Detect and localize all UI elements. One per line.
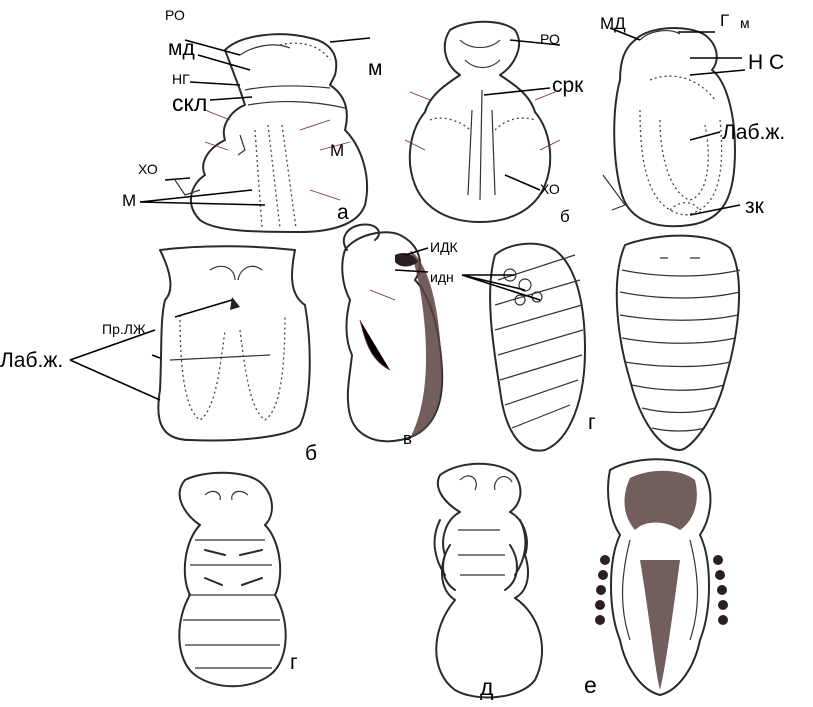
label-idk: ИДК xyxy=(430,240,458,254)
label-m-a-bottom: М xyxy=(122,192,136,209)
label-ns: Н С xyxy=(748,52,784,73)
panel-label-d: д xyxy=(480,676,493,699)
label-idn: идн xyxy=(430,270,454,284)
label-lab-zh-b: Лаб.ж. xyxy=(0,350,63,371)
label-m-c: м xyxy=(740,16,750,30)
label-ro-b: РО xyxy=(540,32,560,46)
label-m-a-top: м xyxy=(368,58,382,79)
label-ro-a: РО xyxy=(165,8,185,22)
figure-g-bottom xyxy=(179,473,285,687)
label-pr-lzh: Пр.ЛЖ xyxy=(102,322,146,336)
figure-e xyxy=(595,459,728,695)
label-md-a: мд xyxy=(168,38,195,59)
figure-oval xyxy=(617,236,740,450)
panel-label-v: в xyxy=(403,430,412,447)
panel-label-g-bottom: г xyxy=(290,652,298,673)
panel-label-b-top: б xyxy=(560,208,570,225)
label-kho-a: ХО xyxy=(138,162,158,176)
panel-label-a: а xyxy=(337,202,349,223)
figure-b-mid xyxy=(70,246,310,440)
figure-v xyxy=(342,224,442,441)
label-zk: зк xyxy=(745,196,764,217)
label-md-c: МД xyxy=(600,15,626,32)
label-kho-b: ХО xyxy=(540,182,560,196)
label-lab-zh-c: Лаб.ж. xyxy=(722,122,785,143)
figure-g-mid xyxy=(462,244,585,451)
panel-label-e: е xyxy=(584,674,597,697)
panel-label-b-mid: б xyxy=(305,443,317,464)
figure-a xyxy=(140,34,370,232)
label-srk: срк xyxy=(552,75,583,96)
label-g: Г xyxy=(720,12,729,29)
label-ng: НГ xyxy=(172,72,190,86)
label-m-a-side: М xyxy=(330,142,344,159)
figure-b-top xyxy=(405,22,560,222)
label-skl: скл xyxy=(172,92,207,115)
panel-label-g-mid: г xyxy=(588,412,596,433)
figure-d xyxy=(435,464,542,698)
